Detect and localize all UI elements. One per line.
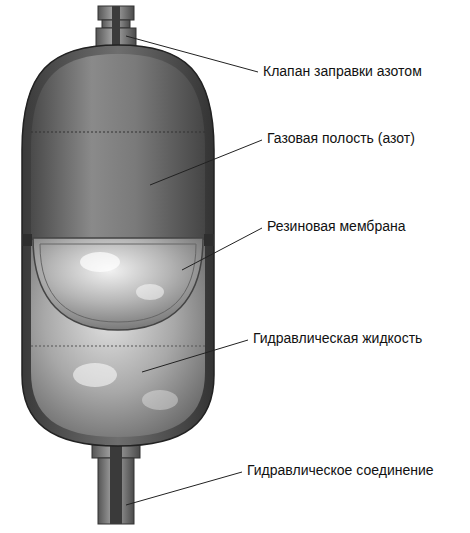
- seam-line: [31, 346, 205, 347]
- hydraulic-port: [92, 436, 140, 524]
- fluid-label: Гидравлическая жидкость: [252, 330, 423, 347]
- charging-valve: [96, 6, 136, 50]
- shell-joint: [22, 234, 32, 246]
- membrane-inner: [40, 244, 196, 322]
- leader-lines: [126, 36, 262, 505]
- shell-joint: [204, 234, 214, 246]
- membrane-label: Резиновая мембрана: [266, 218, 406, 235]
- highlight: [142, 390, 178, 410]
- seam-line: [31, 132, 205, 133]
- highlight: [73, 363, 117, 387]
- gas-label: Газовая полость (азот): [266, 130, 416, 147]
- gas-chamber: [31, 54, 205, 240]
- valve-label: Клапан заправки азотом: [262, 63, 423, 80]
- vessel-shell: [22, 45, 214, 446]
- port-label: Гидравлическое соединение: [246, 462, 435, 479]
- rubber-membrane: [33, 238, 203, 330]
- highlight: [80, 252, 120, 272]
- highlight: [136, 284, 164, 300]
